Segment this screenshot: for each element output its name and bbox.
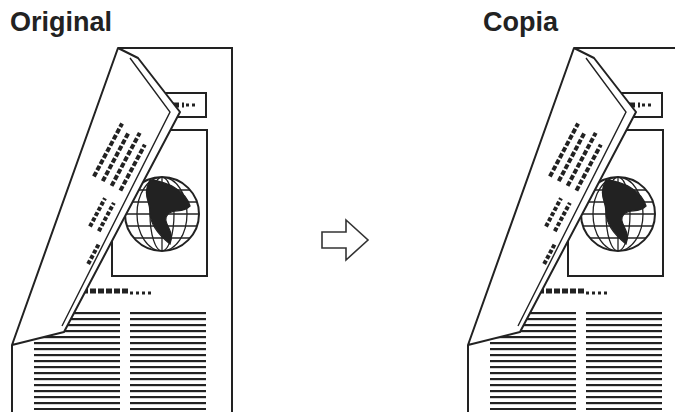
document-illustration: [0, 0, 240, 412]
document-label: Original: [10, 6, 112, 38]
hollow-arrow: [322, 220, 368, 260]
document-node: Original: [0, 0, 240, 412]
document-page: [12, 48, 232, 412]
document-label: Copia: [483, 6, 558, 38]
document-page: [468, 48, 675, 412]
document-illustration: [456, 0, 675, 412]
document-node: Copia: [456, 0, 675, 412]
